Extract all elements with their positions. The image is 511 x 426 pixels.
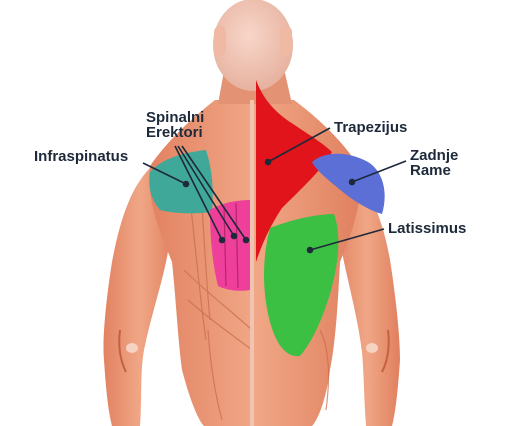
rear-deltoid-highlight: [312, 153, 385, 214]
rear-deltoid-label: Zadnje Rame: [410, 148, 458, 178]
spinal-erectors-highlight: [210, 200, 250, 291]
latissimus-label: Latissimus: [388, 220, 467, 237]
head: [213, 0, 293, 91]
latissimus-highlight: [264, 214, 339, 357]
spinal-erectors-label-line1: Spinalni: [146, 109, 205, 126]
trapezius-highlight: [256, 80, 332, 262]
pointer-lines: [142, 127, 407, 254]
left-arm: [103, 168, 176, 426]
spinal-erectors-label-line2: Erektori: [146, 124, 203, 141]
rear-deltoid-label-line1: Zadnje: [410, 147, 459, 164]
spinal-erectors-label: Spinalni Erektori: [146, 110, 204, 140]
infraspinatus-label: Infraspinatus: [34, 148, 129, 165]
trapezius-label: Trapezijus: [334, 119, 408, 136]
rear-deltoid-label-line2: Rame: [410, 162, 451, 179]
